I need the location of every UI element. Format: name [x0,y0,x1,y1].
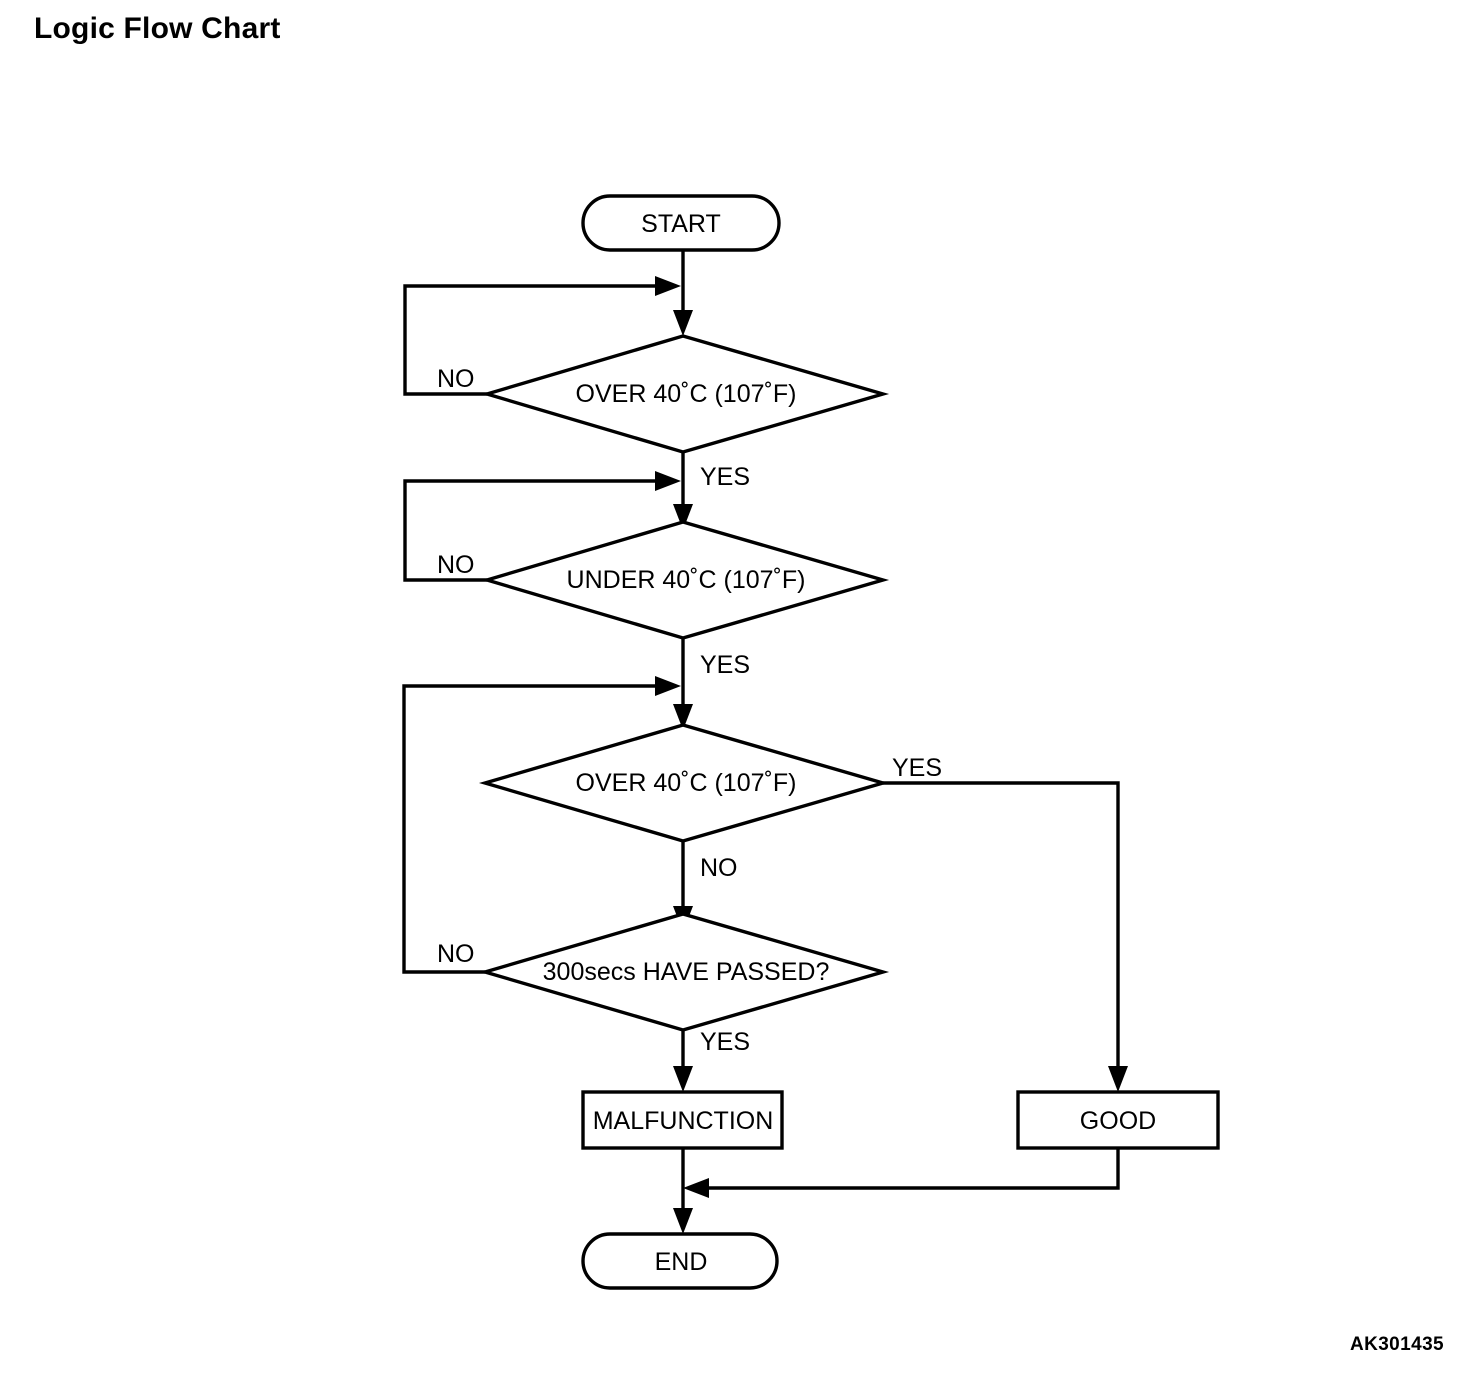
edge-decision1-no-loop [403,276,681,396]
edge-decision2-yes-to-decision3 [673,638,693,730]
edge-label-decision1-no: NO [437,365,475,393]
edge-label-decision4-yes: YES [700,1028,750,1056]
page-title: Logic Flow Chart [34,12,281,45]
edge-malfunction-to-end [673,1148,693,1234]
watermark-label: AK301435 [1349,1334,1444,1355]
edge-decision3-yes-to-good [883,781,1128,1092]
node-decision1[interactable]: OVER 40˚C (107˚F) [481,334,890,454]
node-end[interactable]: END [581,1232,779,1290]
node-end-label: END [655,1248,708,1276]
edge-decision1-yes-to-decision2 [673,452,693,530]
edge-label-decision2-no: NO [437,551,475,579]
edge-decision4-yes-to-malfunction [673,1030,693,1092]
node-decision1-label: OVER 40˚C (107˚F) [576,380,797,408]
edge-decision2-no-loop [403,471,681,582]
node-decision3[interactable]: OVER 40˚C (107˚F) [478,723,890,843]
edge-label-decision3-no: NO [700,854,738,882]
node-start[interactable]: START [581,194,781,252]
edge-label-decision3-yes: YES [892,754,942,782]
edge-label-decision2-yes: YES [700,651,750,679]
edge-label-decision4-no: NO [437,940,475,968]
edge-start-to-decision1 [673,250,693,336]
node-decision3-label: OVER 40˚C (107˚F) [576,769,797,797]
node-decision2-label: UNDER 40˚C (107˚F) [567,566,806,594]
node-decision2[interactable]: UNDER 40˚C (107˚F) [481,520,890,640]
node-decision4[interactable]: 300secs HAVE PASSED? [478,912,890,1032]
edge-good-to-end [683,1148,1120,1198]
node-start-label: START [641,210,721,238]
edge-label-decision1-yes: YES [700,463,750,491]
edge-decision4-no-loop [402,676,681,974]
node-good-label: GOOD [1080,1107,1156,1135]
node-good[interactable]: GOOD [1016,1090,1220,1150]
node-malfunction-label: MALFUNCTION [593,1107,774,1135]
node-malfunction[interactable]: MALFUNCTION [581,1090,784,1150]
node-decision4-label: 300secs HAVE PASSED? [543,958,830,986]
